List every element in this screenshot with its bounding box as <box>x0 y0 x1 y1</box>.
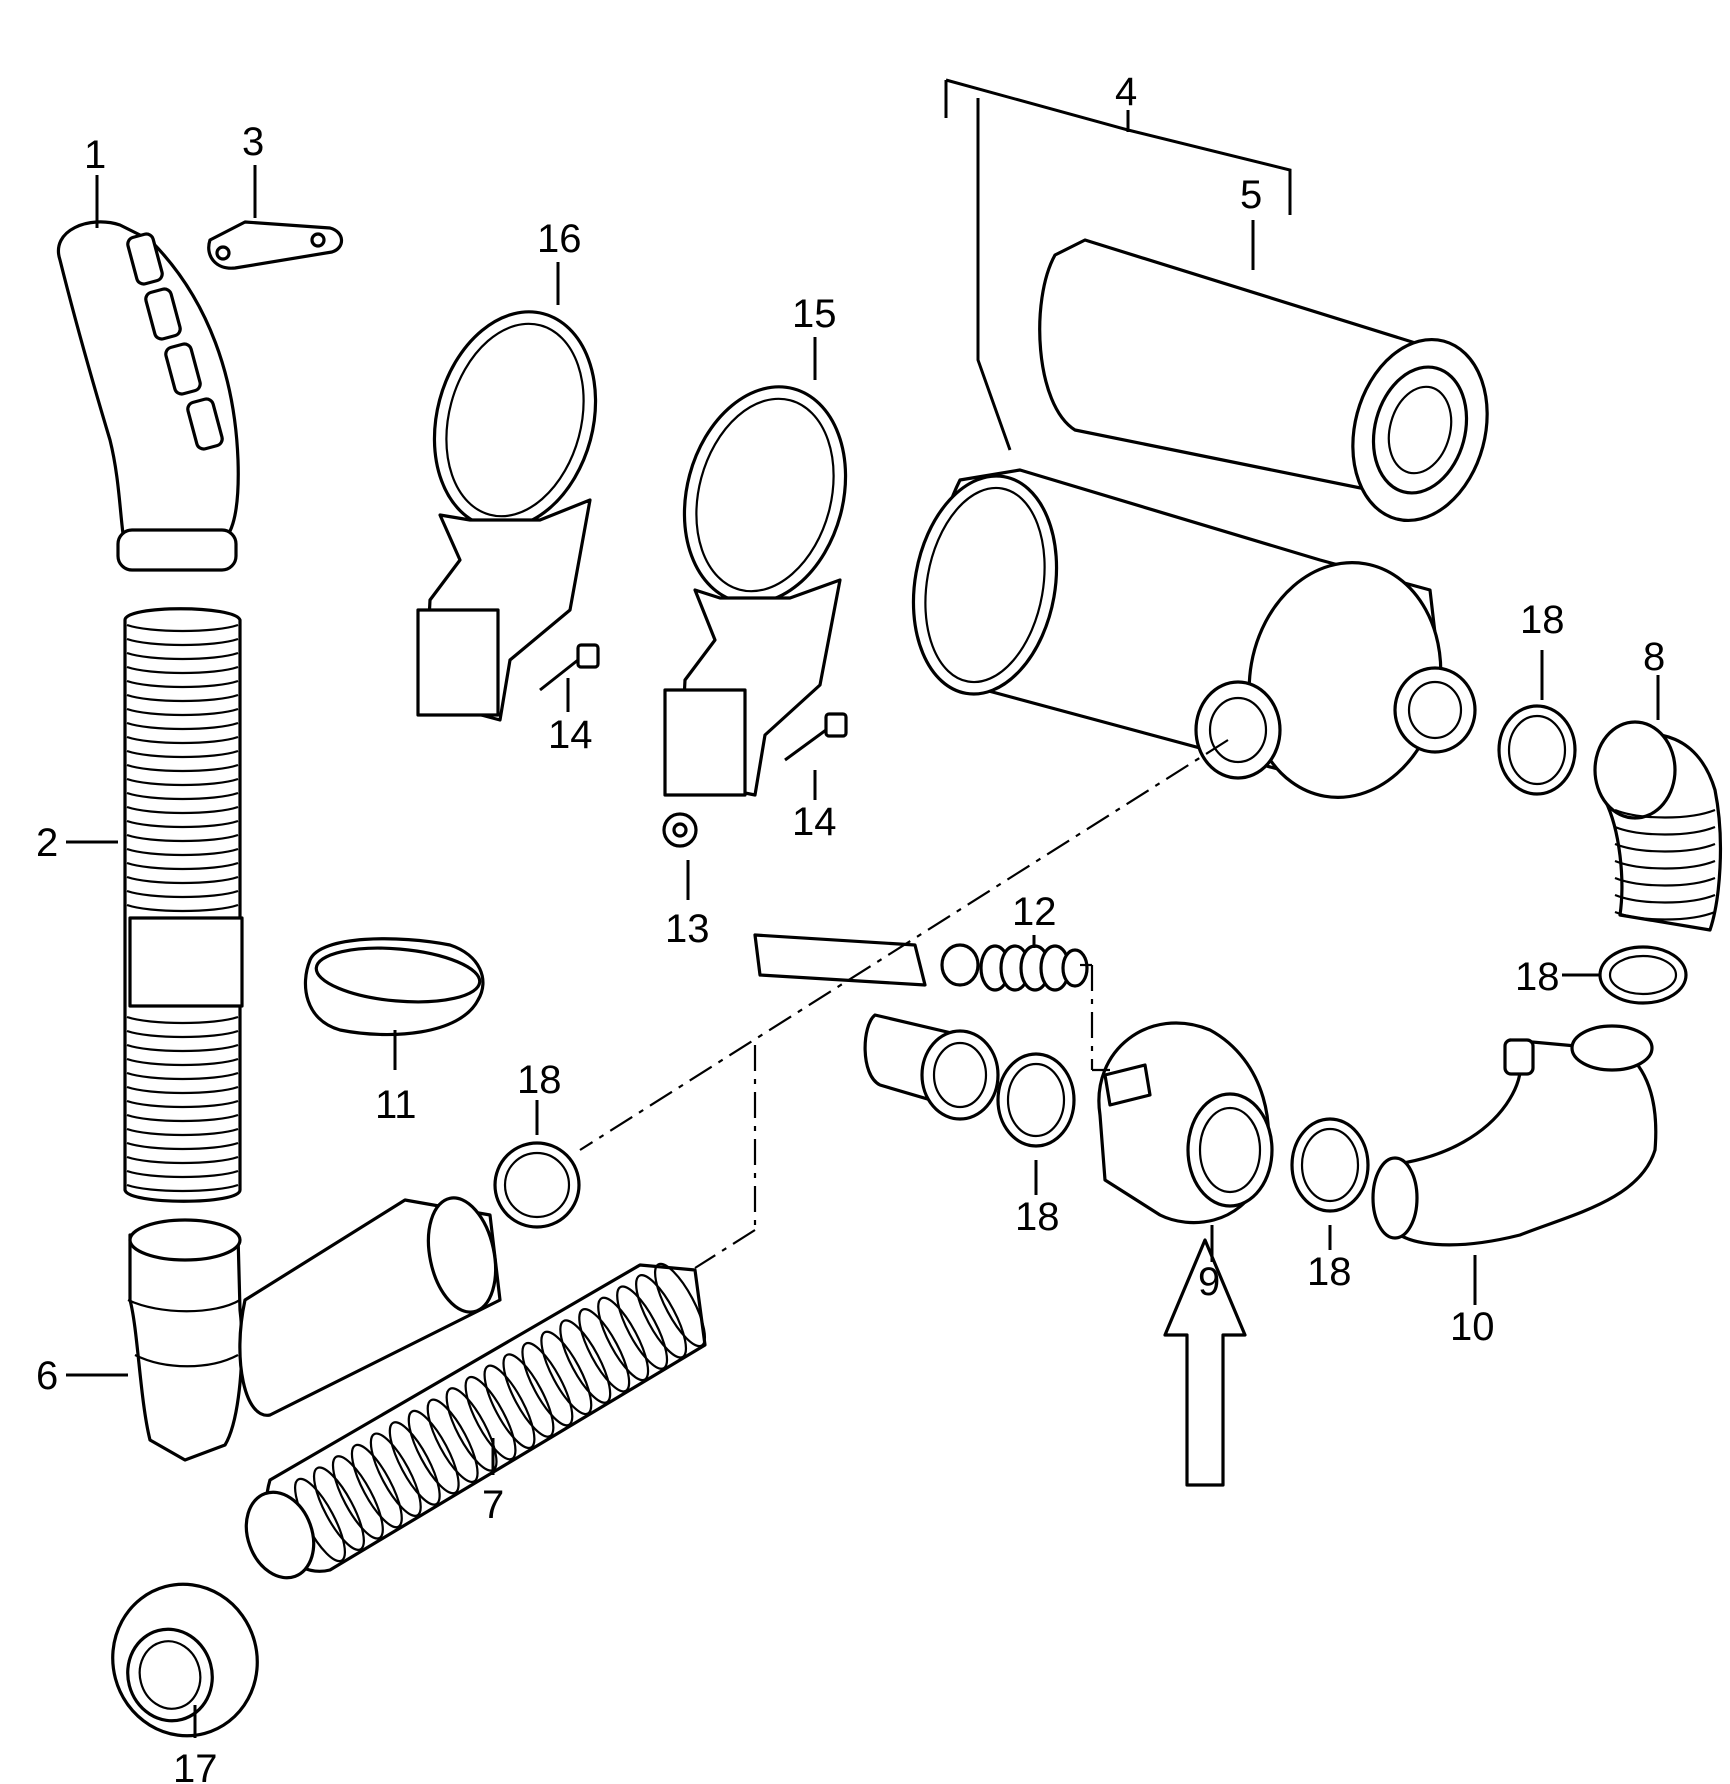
corrugated-hose <box>123 607 244 1203</box>
hose-clamp-b <box>996 1052 1076 1148</box>
dotted-tube <box>238 1196 502 1417</box>
intake-snorkel <box>56 220 240 572</box>
callout-2: 2 <box>36 821 58 865</box>
callout-10: 10 <box>1450 1305 1495 1349</box>
preheater-tube <box>863 1013 1000 1121</box>
callout-18-e: 18 <box>1515 955 1560 999</box>
mounting-bracket-16 <box>416 310 598 722</box>
direction-arrow <box>1163 1238 1247 1487</box>
callout-14-lower: 14 <box>792 800 837 844</box>
hose-clamp-d <box>1497 704 1577 796</box>
grommet <box>111 1582 259 1738</box>
plug-stopper <box>940 943 1089 992</box>
callouts: 1 2 3 4 5 6 7 8 9 10 11 12 13 14 14 15 1… <box>36 70 1665 1784</box>
callout-15: 15 <box>792 292 837 336</box>
callout-7: 7 <box>482 1483 504 1527</box>
assembly-lines <box>579 739 1229 1269</box>
callout-13: 13 <box>665 907 710 951</box>
mounting-bracket-15 <box>663 385 848 797</box>
callout-8: 8 <box>1643 635 1665 679</box>
callout-9: 9 <box>1198 1260 1220 1304</box>
callout-16: 16 <box>537 217 582 261</box>
callout-11: 11 <box>375 1083 417 1127</box>
connector-tee <box>127 1218 244 1462</box>
clamping-band <box>303 937 485 1037</box>
callout-12: 12 <box>1012 890 1057 934</box>
leader-lines <box>66 110 1660 1738</box>
callout-6: 6 <box>36 1354 58 1398</box>
thermostat-housing <box>1097 1021 1274 1225</box>
elbow-bellows <box>1593 720 1723 932</box>
filter-element <box>1038 238 1489 523</box>
bellows-hose <box>244 1262 707 1580</box>
callout-5: 5 <box>1240 173 1262 217</box>
callout-1: 1 <box>84 133 106 177</box>
short-dotted-hose <box>753 933 927 987</box>
callout-18-a: 18 <box>517 1058 562 1102</box>
callout-3: 3 <box>242 120 264 164</box>
group-bracket-4 <box>944 78 1292 451</box>
washer <box>662 812 698 848</box>
snorkel-slots <box>126 232 224 451</box>
callout-18-d: 18 <box>1520 598 1565 642</box>
intake-pipe <box>1371 1024 1658 1247</box>
bolt-lower <box>784 712 848 762</box>
callout-4: 4 <box>1115 70 1137 114</box>
hose-clamp-e <box>1598 945 1688 1005</box>
hose-clamp-a <box>493 1141 581 1229</box>
air-filter-housing <box>911 468 1477 799</box>
callout-14-upper: 14 <box>548 713 593 757</box>
callout-18-c: 18 <box>1307 1250 1352 1294</box>
callout-17: 17 <box>173 1747 218 1784</box>
hose-clamp-c <box>1290 1117 1370 1213</box>
callout-18-b: 18 <box>1015 1195 1060 1239</box>
bolt-upper <box>539 643 600 692</box>
small-bracket <box>207 220 344 270</box>
